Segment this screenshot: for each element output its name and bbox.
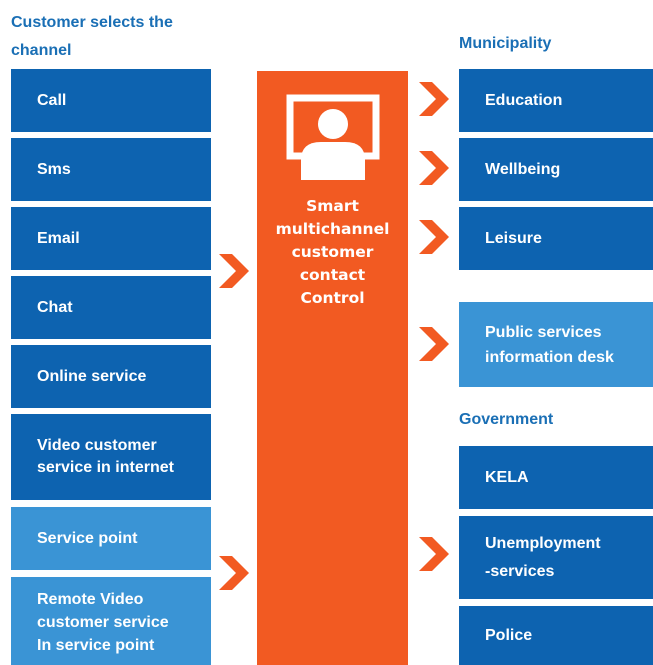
channel-label: Service point — [37, 529, 138, 547]
channel-remote-video: Remote Video customer service In service… — [11, 577, 211, 665]
government-kela: KELA — [459, 446, 653, 509]
chevron-right-icon — [419, 537, 449, 571]
channel-email: Email — [11, 207, 211, 270]
government-label: Police — [485, 626, 533, 644]
public-desk-label: Public services information desk — [485, 323, 614, 366]
chevron-right-icon — [419, 220, 449, 254]
channel-sms: Sms — [11, 138, 211, 201]
person-at-screen-icon — [286, 94, 380, 180]
channel-label: Sms — [37, 160, 71, 178]
municipality-wellbeing: Wellbeing — [459, 138, 653, 201]
government-heading: Government — [459, 411, 554, 428]
government-label: Unemployment -services — [485, 534, 601, 580]
chevron-right-icon — [419, 151, 449, 185]
municipality-label: Leisure — [485, 229, 542, 247]
channel-label: Call — [37, 91, 67, 109]
channel-label: Video customer service in internet — [37, 437, 174, 476]
municipality-label: Education — [485, 91, 563, 109]
smart-contact-control-panel: Smart multichannel customer contact Cont… — [257, 71, 408, 665]
chevron-right-icon — [219, 254, 249, 288]
channel-video-customer-service: Video customer service in internet — [11, 414, 211, 500]
chevron-right-icon — [419, 82, 449, 116]
channel-label: Remote Video customer service In service… — [37, 590, 169, 654]
channel-chat: Chat — [11, 276, 211, 339]
municipality-label: Wellbeing — [485, 160, 561, 178]
channel-online-service: Online service — [11, 345, 211, 408]
public-services-information-desk: Public services information desk — [459, 302, 653, 387]
chevron-right-icon — [219, 556, 249, 590]
municipality-education: Education — [459, 69, 653, 132]
government-unemployment-services: Unemployment -services — [459, 516, 653, 599]
channel-service-point: Service point — [11, 507, 211, 570]
channel-label: Email — [37, 229, 80, 247]
channels-heading: Customer selects the channel — [11, 14, 173, 59]
channel-call: Call — [11, 69, 211, 132]
chevron-right-icon — [419, 327, 449, 361]
channel-label: Online service — [37, 367, 147, 385]
government-label: KELA — [485, 468, 529, 486]
municipality-heading: Municipality — [459, 35, 552, 52]
channel-label: Chat — [37, 298, 73, 316]
municipality-leisure: Leisure — [459, 207, 653, 270]
government-police: Police — [459, 606, 653, 665]
center-label: Smart multichannel customer contact Cont… — [275, 197, 390, 307]
